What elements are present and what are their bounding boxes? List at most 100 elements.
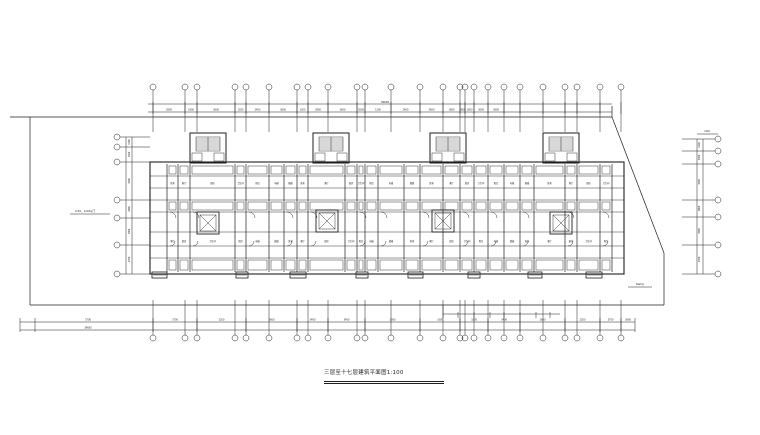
room-cell: [309, 201, 344, 211]
room-label: 卧室: [429, 181, 434, 185]
dim-text-bottom: 2600: [269, 319, 275, 322]
axis-bubble-top: [617, 83, 625, 91]
room-cell: [489, 201, 503, 211]
room-label: 厨房: [210, 181, 214, 185]
room-cell: [505, 201, 519, 211]
balcony: [235, 271, 249, 279]
site-line-right-diagonal: [611, 116, 665, 254]
dim-text-bottom: 3400: [344, 319, 350, 322]
dim-text-top: 2800: [460, 109, 466, 112]
room-cell: [358, 165, 364, 175]
stair-shaft: [336, 152, 348, 162]
room-label: 楼梯: [274, 239, 279, 243]
room-cell: [379, 259, 403, 271]
axis-bubble-bottom: [500, 334, 508, 342]
room-cell: [191, 165, 234, 175]
balcony: [151, 271, 168, 279]
room-cell: [578, 165, 599, 175]
room-cell: [191, 259, 234, 271]
door-swing: [602, 240, 609, 247]
room-label: 电梯: [494, 239, 499, 243]
room-cell: [285, 259, 296, 271]
dim-text-bottom: 3300: [471, 319, 477, 322]
room-cell: [346, 165, 356, 175]
axis-bubble-bottom: [484, 334, 492, 342]
room-cell: [489, 259, 503, 271]
axis-bubble-bottom: [596, 334, 604, 342]
axis-bubble-left: [113, 270, 121, 278]
balcony: [585, 271, 603, 279]
axis-bubble-top: [470, 83, 478, 91]
room-cell: [168, 165, 177, 175]
room-cell: [168, 201, 177, 211]
axis-bubble-bottom: [181, 334, 189, 342]
room-label: 卫生间: [348, 239, 355, 243]
room-cell: [461, 259, 473, 271]
door-swing: [359, 240, 366, 247]
site-boundary: [10, 106, 665, 306]
door-swing: [359, 211, 367, 219]
axis-bubble-bottom: [361, 334, 369, 342]
room-label: 卧室: [525, 239, 530, 243]
dim-text-top: 3600: [429, 109, 435, 112]
axis-bubble-bottom: [416, 334, 424, 342]
room-label: 厨房: [586, 181, 590, 185]
stair-core: [312, 132, 350, 164]
room-cell: [309, 259, 344, 271]
axis-bubble-right: [714, 147, 722, 155]
room-label: 客厅: [429, 239, 434, 243]
axis-bubble-bottom: [617, 334, 625, 342]
axis-bubble-top: [231, 83, 239, 91]
drawing-title: 三层至十七层建筑平面图1:100: [324, 367, 444, 384]
axis-bubble-top: [387, 83, 395, 91]
building-outline: [149, 161, 625, 275]
elevator-cross: [318, 212, 336, 230]
room-label: 卫生间: [585, 239, 592, 243]
dim-text-bottom: 3300: [390, 319, 396, 322]
dim-text-bottom: 3700: [172, 319, 178, 322]
room-label: 楼梯: [389, 239, 394, 243]
axis-bubble-top: [193, 83, 201, 91]
door-swing: [310, 240, 317, 247]
room-cell: [461, 165, 473, 175]
dim-text-left: 3900: [128, 228, 131, 234]
dim-text-top-total: 39600: [381, 100, 390, 104]
room-cell: [601, 165, 611, 175]
door-swing: [286, 211, 294, 219]
room-cell: [566, 259, 576, 271]
door-swing: [380, 211, 388, 219]
room-label: 阳台: [479, 239, 484, 243]
elevator-car: [318, 212, 336, 230]
room-label: 卧室: [410, 239, 415, 243]
room-label: 客厅: [569, 181, 574, 185]
room-label: 卫生间: [478, 181, 485, 185]
axis-bubble-bottom: [324, 334, 332, 342]
stair-core: [542, 132, 580, 164]
elevator-cross: [199, 214, 217, 232]
room-cell: [285, 165, 296, 175]
dim-text-right: 1800: [698, 205, 701, 211]
room-label: 楼梯: [510, 239, 515, 243]
axis-bubble-top: [324, 83, 332, 91]
room-label: 阳台: [369, 181, 374, 185]
dim-text-left: 1800: [128, 206, 131, 212]
axis-bubble-top: [561, 83, 569, 91]
room-cell: [179, 259, 189, 271]
room-cell: [489, 165, 503, 175]
room-cell: [236, 165, 245, 175]
room-cell: [285, 201, 296, 211]
dim-text-left: 1500: [128, 151, 131, 157]
dim-text-right: 1200: [698, 142, 701, 148]
room-label: 电梯: [510, 181, 515, 185]
axis-bubble-right: [714, 135, 722, 143]
elevator-car: [199, 214, 217, 232]
room-label: 阳台: [255, 181, 260, 185]
room-label: 电梯: [255, 239, 260, 243]
room-details: [150, 136, 624, 276]
room-cell: [270, 201, 283, 211]
room-cell: [346, 201, 356, 211]
room-cell: [366, 201, 377, 211]
dim-text-top: 1200: [238, 109, 244, 112]
door-swing: [248, 211, 256, 219]
